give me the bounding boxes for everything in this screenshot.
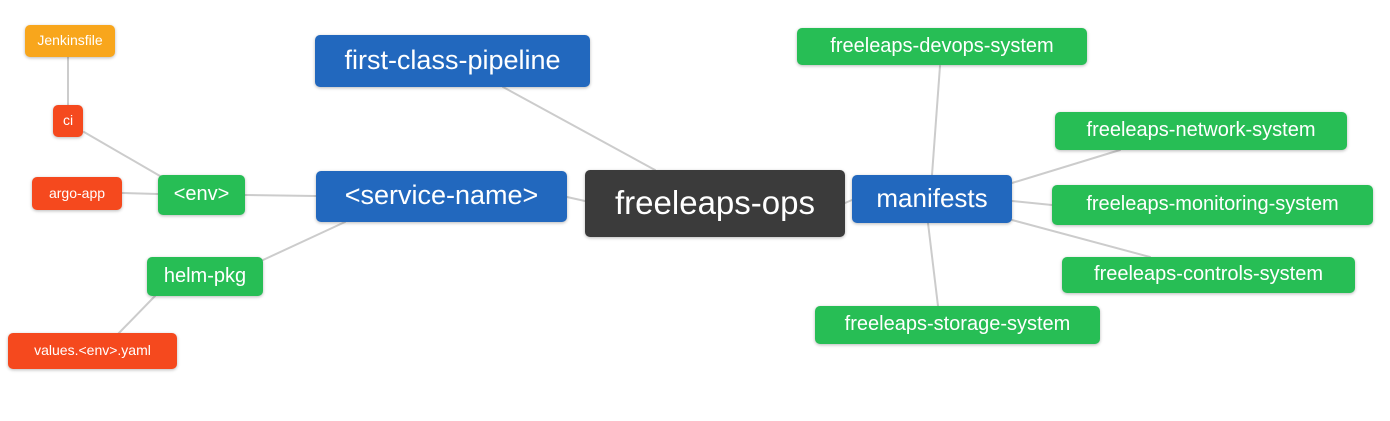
edge-ci-to-env [83, 131, 161, 177]
node-label: freeleaps-controls-system [1094, 263, 1323, 285]
node-label: freeleaps-monitoring-system [1086, 193, 1339, 215]
edge-manifests-to-freeleaps-devops-system [931, 65, 941, 176]
edge-manifests-to-freeleaps-controls-system [1011, 219, 1151, 258]
node-label: values.<env>.yaml [34, 342, 151, 358]
edge-manifests-to-freeleaps-network-system [1011, 149, 1121, 184]
node-label: manifests [876, 183, 988, 213]
edge-manifests-to-freeleaps-storage-system [927, 222, 939, 307]
node-label: helm-pkg [163, 264, 247, 287]
node-helm-pkg[interactable]: helm-pkg [147, 257, 263, 296]
node-freeleaps-controls-system[interactable]: freeleaps-controls-system [1062, 257, 1355, 293]
node-freeleaps-ops[interactable]: freeleaps-ops [585, 170, 845, 237]
node-values-env-yaml[interactable]: values.<env>.yaml [8, 333, 177, 369]
edge-freeleaps-ops-to-manifests [844, 199, 853, 204]
node-manifests[interactable]: manifests [852, 175, 1012, 223]
node-freeleaps-network-system[interactable]: freeleaps-network-system [1055, 112, 1347, 150]
node-label: first-class-pipeline [344, 44, 561, 75]
node-env[interactable]: <env> [158, 175, 245, 215]
edge-manifests-to-freeleaps-monitoring-system [1011, 200, 1053, 206]
node-freeleaps-devops-system[interactable]: freeleaps-devops-system [797, 28, 1087, 65]
edge-argo-app-to-env [121, 192, 159, 195]
edge-first-class-pipeline-to-freeleaps-ops [502, 86, 656, 171]
edge-values-env-yaml-to-helm-pkg [117, 295, 156, 335]
edge-helm-pkg-to-service-name [262, 221, 346, 261]
node-label: <service-name> [344, 180, 539, 210]
node-label: freeleaps-network-system [1086, 119, 1316, 141]
node-ci[interactable]: ci [53, 105, 83, 137]
node-argo-app[interactable]: argo-app [32, 177, 122, 210]
node-label: argo-app [48, 184, 106, 201]
node-service-name[interactable]: <service-name> [316, 171, 567, 222]
node-jenkinsfile[interactable]: Jenkinsfile [25, 25, 115, 57]
node-label: freeleaps-ops [615, 184, 815, 221]
node-freeleaps-monitoring-system[interactable]: freeleaps-monitoring-system [1052, 185, 1373, 225]
node-first-class-pipeline[interactable]: first-class-pipeline [315, 35, 590, 87]
node-label: Jenkinsfile [37, 32, 103, 48]
node-label: ci [62, 112, 74, 128]
edge-env-to-service-name [244, 194, 317, 197]
node-freeleaps-storage-system[interactable]: freeleaps-storage-system [815, 306, 1100, 344]
edge-service-name-to-freeleaps-ops [566, 196, 586, 202]
node-label: freeleaps-storage-system [844, 313, 1071, 335]
node-label: freeleaps-devops-system [830, 34, 1054, 57]
node-label: <env> [173, 183, 230, 205]
